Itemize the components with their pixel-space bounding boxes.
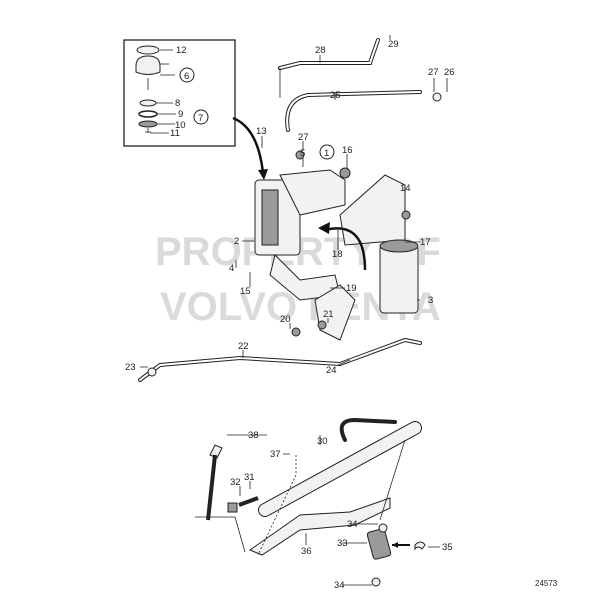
callout: 9 bbox=[178, 109, 183, 120]
inset-detail-box bbox=[123, 39, 268, 180]
callout: 8 bbox=[175, 98, 180, 109]
callout: 27 bbox=[298, 132, 309, 143]
callout: 37 bbox=[270, 449, 281, 460]
callout: 38 bbox=[248, 430, 259, 441]
callout: 18 bbox=[332, 249, 343, 260]
callout: 23 bbox=[125, 362, 136, 373]
assembly-arrow bbox=[324, 227, 367, 271]
callout: 32 bbox=[230, 477, 241, 488]
callout: 26 bbox=[444, 67, 455, 78]
callout: 17 bbox=[420, 237, 431, 248]
callout: 25 bbox=[330, 90, 341, 101]
callout: 22 bbox=[238, 341, 249, 352]
callout-labels: 12 6 8 9 10 11 7 28 29 27 26 25 13 27 5 … bbox=[125, 39, 558, 591]
callout: 35 bbox=[442, 542, 453, 553]
callout: 27 bbox=[428, 67, 439, 78]
callout: 14 bbox=[400, 183, 411, 194]
callout: 21 bbox=[323, 309, 334, 320]
callout: 30 bbox=[317, 436, 328, 447]
fuel-rail bbox=[195, 417, 426, 587]
callout: 5 bbox=[300, 148, 305, 159]
callout: 28 bbox=[315, 45, 326, 56]
leader-lines bbox=[140, 35, 448, 586]
callout: 31 bbox=[244, 472, 255, 483]
callout: 7 bbox=[198, 113, 203, 124]
callout: 12 bbox=[176, 45, 187, 56]
callout: 1 bbox=[324, 148, 329, 159]
callout: 3 bbox=[428, 295, 433, 306]
callout: 24 bbox=[326, 365, 337, 376]
callout: 36 bbox=[301, 546, 312, 557]
callout: 29 bbox=[388, 39, 399, 50]
callout: 11 bbox=[170, 128, 180, 139]
drawing-number: 24573 bbox=[535, 579, 558, 588]
callout: 4 bbox=[229, 263, 234, 274]
callout: 10 bbox=[175, 120, 186, 131]
callout: 34 bbox=[347, 519, 358, 530]
fuel-lines bbox=[138, 38, 442, 382]
callout: 20 bbox=[280, 314, 291, 325]
callout: 13 bbox=[256, 126, 267, 137]
callout: 6 bbox=[184, 71, 189, 82]
callout: 34 bbox=[334, 580, 345, 591]
callout: 15 bbox=[240, 286, 251, 297]
callout: 16 bbox=[342, 145, 353, 156]
callout: 19 bbox=[346, 283, 357, 294]
callout: 33 bbox=[337, 538, 348, 549]
fuel-filter-housing bbox=[254, 150, 411, 341]
callout: 2 bbox=[234, 236, 239, 247]
fuel-filter bbox=[379, 239, 419, 314]
